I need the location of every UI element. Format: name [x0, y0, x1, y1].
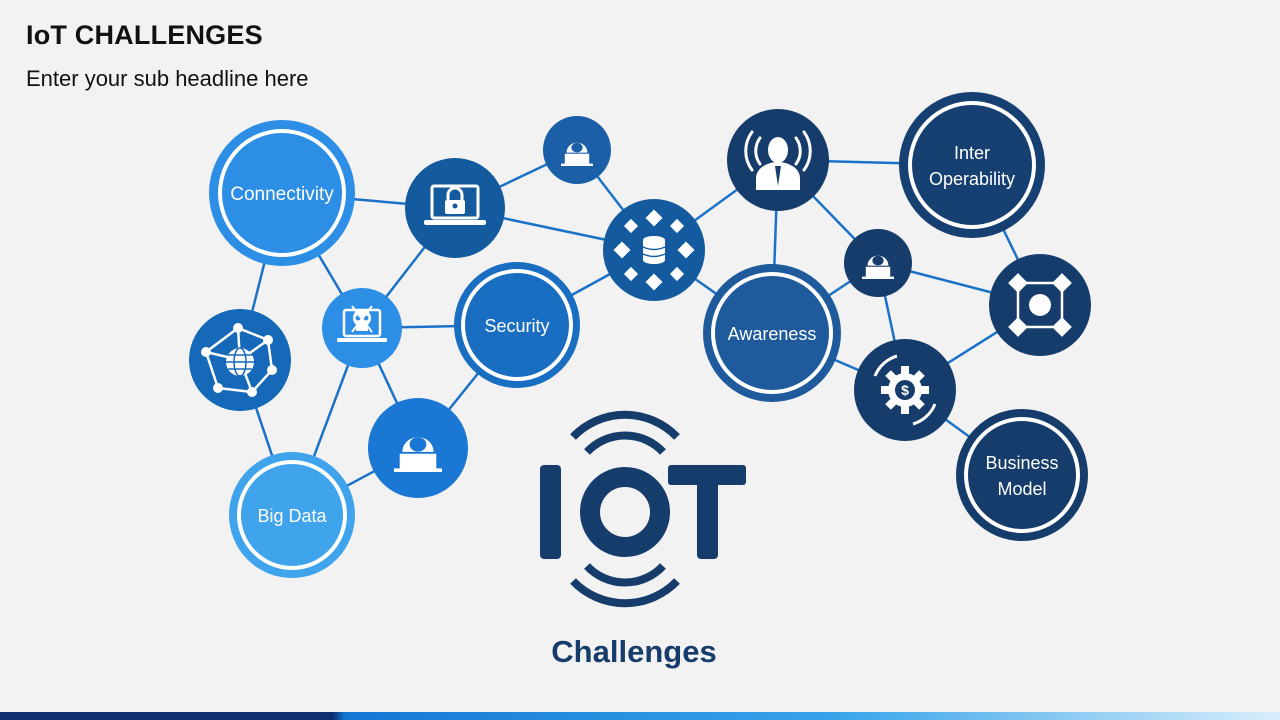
- person-broadcast-icon: [727, 109, 829, 211]
- database-network-icon: [603, 199, 705, 301]
- inter-operability-label-line2: Operability: [929, 169, 1015, 189]
- inter-operability-label-line1: Inter: [954, 143, 990, 163]
- awareness-label: Awareness: [728, 324, 817, 344]
- bottom-accent-bar: [0, 712, 1280, 720]
- connectivity-label: Connectivity: [230, 184, 334, 205]
- business-model-label-line2: Model: [997, 479, 1046, 499]
- slide-title: IoT CHALLENGES: [26, 20, 263, 50]
- business-model-label-line1: Business: [985, 453, 1058, 473]
- node-business-model: Business Model: [956, 409, 1088, 541]
- iot-logo: [540, 410, 746, 608]
- node-awareness: Awareness: [703, 264, 841, 402]
- node-inter-operability: Inter Operability: [899, 92, 1045, 238]
- blockchain-icon: [989, 254, 1091, 356]
- hacker-icon: [844, 229, 912, 297]
- laptop-lock-icon: [405, 158, 505, 258]
- node-connectivity: Connectivity: [209, 120, 355, 266]
- svg-text:$: $: [901, 382, 909, 398]
- big-data-label: Big Data: [257, 506, 327, 526]
- node-security: Security: [454, 262, 580, 388]
- node-big-data: Big Data: [229, 452, 355, 578]
- hacker-icon: [543, 116, 611, 184]
- skull-laptop-icon: [322, 288, 402, 368]
- hacker-icon: [368, 398, 468, 498]
- iot-caption: Challenges: [551, 634, 717, 669]
- slide-subtitle: Enter your sub headline here: [26, 66, 309, 91]
- security-label: Security: [484, 316, 549, 336]
- dollar-gear-icon: $: [854, 339, 956, 441]
- globe-network-icon: [189, 309, 291, 411]
